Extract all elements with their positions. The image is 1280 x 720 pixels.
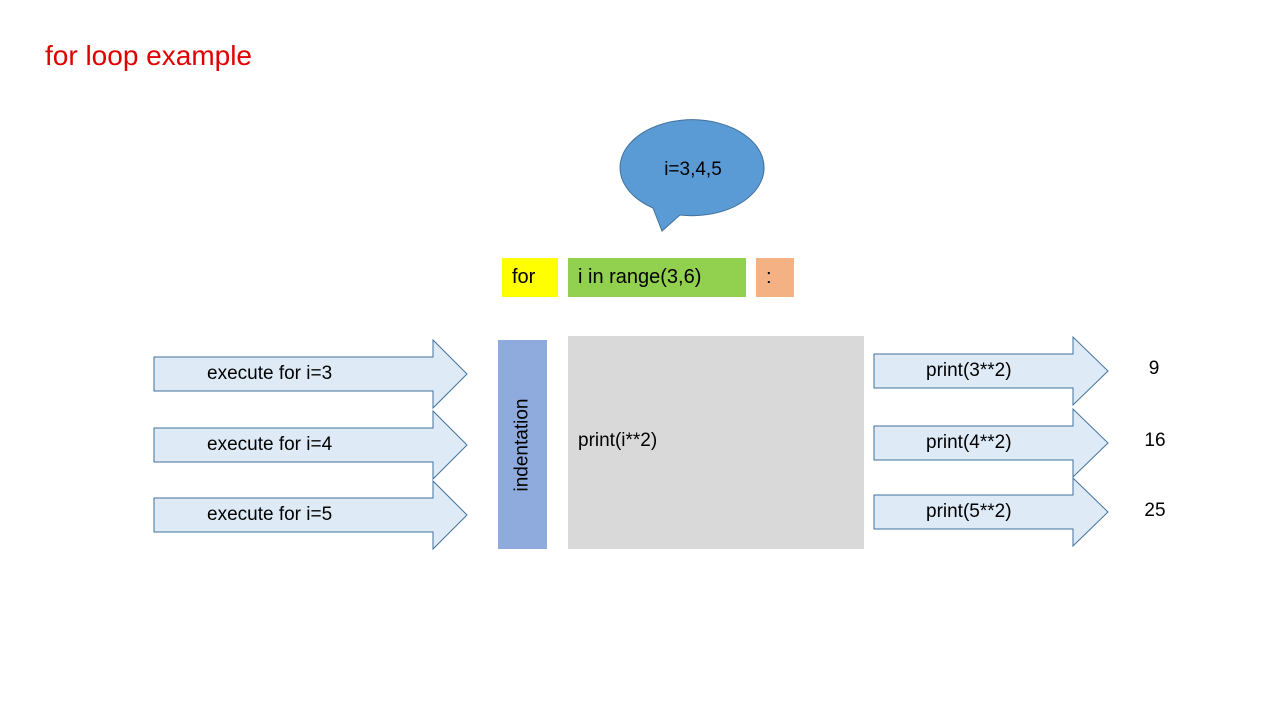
left-arrow-3-label: execute for i=5 [207,504,333,525]
left-arrow-2-shape [153,409,468,481]
right-arrow-1-shape [873,335,1109,407]
colon-token: : [756,258,794,297]
left-arrow-1-label: execute for i=3 [207,363,333,384]
indentation-label-wrapper: indentation [498,399,547,492]
right-arrow-2-shape [873,407,1109,479]
indentation-label: indentation [511,398,533,492]
speech-bubble-text: i=3,4,5 [664,159,722,180]
result-value-3: 25 [1144,500,1166,521]
loop-body-box [568,336,864,549]
right-arrow-3 [873,476,1109,548]
right-arrow-1-label: print(3**2) [926,360,1012,381]
right-arrow-1 [873,335,1109,407]
indentation-bar [498,340,547,549]
right-arrow-2 [873,407,1109,479]
page-title: for loop example [45,40,253,71]
right-arrow-3-shape [873,476,1109,548]
right-arrow-2-label: print(4**2) [926,432,1012,453]
right-arrow-3-label: print(5**2) [926,501,1012,522]
loop-body-code: print(i**2) [578,430,658,451]
left-arrow-3-shape [153,479,468,551]
result-value-1: 9 [1148,358,1160,379]
left-arrow-2-label: execute for i=4 [207,434,333,455]
left-arrow-1-shape [153,338,468,410]
speech-bubble-shape [619,119,765,232]
range-expression-token: i in range(3,6) [568,258,746,297]
left-arrow-1 [153,338,468,410]
result-value-2: 16 [1144,430,1166,451]
left-arrow-2 [153,409,468,481]
speech-bubble [619,119,765,232]
for-keyword-token: for [502,258,558,297]
left-arrow-3 [153,479,468,551]
